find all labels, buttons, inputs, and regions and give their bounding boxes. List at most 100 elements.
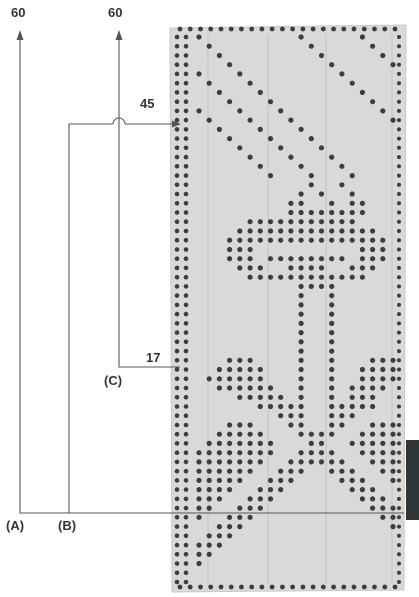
- rail-hole: [184, 497, 189, 502]
- pattern-hole: [299, 376, 304, 381]
- pattern-hole: [207, 441, 212, 446]
- rail-hole: [397, 229, 401, 233]
- pattern-hole: [319, 53, 324, 58]
- pattern-hole: [268, 441, 273, 446]
- pattern-hole: [268, 275, 273, 280]
- rail-hole: [175, 81, 180, 86]
- rail-hole: [184, 155, 189, 160]
- bottom-rail-hole: [301, 585, 306, 590]
- rail-hole: [175, 35, 180, 40]
- rail-hole: [184, 312, 189, 317]
- pattern-hole: [268, 228, 273, 233]
- pattern-hole: [390, 422, 395, 427]
- pattern-hole: [237, 469, 242, 474]
- punchcard: [170, 25, 419, 592]
- rail-hole: [175, 266, 180, 271]
- pattern-hole: [258, 432, 263, 437]
- rail-hole: [175, 192, 180, 197]
- pattern-hole: [370, 395, 375, 400]
- pattern-hole: [217, 385, 222, 390]
- rail-hole: [397, 220, 401, 224]
- pattern-hole: [390, 118, 395, 123]
- pattern-hole: [248, 81, 253, 86]
- pattern-hole: [237, 228, 242, 233]
- rail-hole: [397, 248, 401, 252]
- rail-hole: [397, 543, 401, 547]
- pattern-hole: [329, 201, 334, 206]
- pattern-hole: [380, 441, 385, 446]
- pattern-hole: [329, 62, 334, 67]
- top-rail-hole: [208, 27, 213, 32]
- top-rail-hole: [239, 27, 244, 32]
- rail-hole: [397, 580, 401, 584]
- pattern-hole: [248, 256, 253, 261]
- rail-hole: [175, 53, 180, 58]
- pattern-hole: [217, 487, 222, 492]
- pattern-hole: [350, 201, 355, 206]
- pattern-hole: [360, 450, 365, 455]
- pattern-hole: [227, 478, 232, 483]
- pattern-hole: [329, 330, 334, 335]
- pattern-hole: [329, 293, 334, 298]
- rail-hole: [175, 330, 180, 335]
- bottom-rail-hole: [393, 585, 398, 590]
- pattern-hole: [339, 228, 344, 233]
- pattern-hole: [258, 441, 263, 446]
- pattern-hole: [268, 385, 273, 390]
- rail-hole: [397, 72, 401, 76]
- pattern-hole: [370, 441, 375, 446]
- pattern-hole: [319, 228, 324, 233]
- pattern-hole: [299, 127, 304, 132]
- rail-hole: [397, 44, 401, 48]
- rail-hole: [184, 35, 189, 40]
- pattern-hole: [217, 127, 222, 132]
- label-line-c: (C): [104, 374, 122, 387]
- rail-hole: [397, 414, 401, 418]
- pattern-hole: [329, 385, 334, 390]
- rail-hole: [397, 377, 401, 381]
- pattern-hole: [360, 367, 365, 372]
- pattern-hole: [329, 275, 334, 280]
- rail-hole: [184, 164, 189, 169]
- rail-hole: [184, 219, 189, 224]
- pattern-hole: [207, 44, 212, 49]
- rail-hole: [184, 377, 189, 382]
- pattern-hole: [329, 321, 334, 326]
- pattern-hole: [360, 275, 365, 280]
- pattern-hole: [390, 506, 395, 511]
- pattern-hole: [299, 34, 304, 39]
- pattern-hole: [329, 413, 334, 418]
- bottom-rail-hole: [260, 585, 265, 590]
- pattern-hole: [237, 358, 242, 363]
- pattern-hole: [207, 533, 212, 538]
- pattern-hole: [299, 164, 304, 169]
- pattern-hole: [309, 182, 314, 187]
- pattern-hole: [360, 487, 365, 492]
- pattern-hole: [380, 108, 385, 113]
- pattern-hole: [350, 219, 355, 224]
- rail-hole: [175, 561, 180, 566]
- pattern-hole: [370, 376, 375, 381]
- pattern-hole: [339, 71, 344, 76]
- pattern-hole: [339, 256, 344, 261]
- pattern-hole: [237, 478, 242, 483]
- pattern-hole: [329, 155, 334, 160]
- pattern-hole: [237, 265, 242, 270]
- label-60-left: 60: [11, 6, 25, 19]
- pattern-hole: [268, 496, 273, 501]
- pattern-hole: [288, 422, 293, 427]
- pattern-hole: [207, 118, 212, 123]
- pattern-hole: [288, 265, 293, 270]
- pattern-hole: [380, 422, 385, 427]
- pattern-hole: [278, 487, 283, 492]
- pattern-hole: [278, 256, 283, 261]
- pattern-hole: [288, 413, 293, 418]
- top-rail-hole: [249, 27, 254, 32]
- pattern-hole: [258, 238, 263, 243]
- pattern-hole: [268, 256, 273, 261]
- pattern-hole: [278, 275, 283, 280]
- rail-hole: [175, 127, 180, 132]
- rail-hole: [397, 571, 401, 575]
- pattern-hole: [309, 275, 314, 280]
- pattern-hole: [248, 395, 253, 400]
